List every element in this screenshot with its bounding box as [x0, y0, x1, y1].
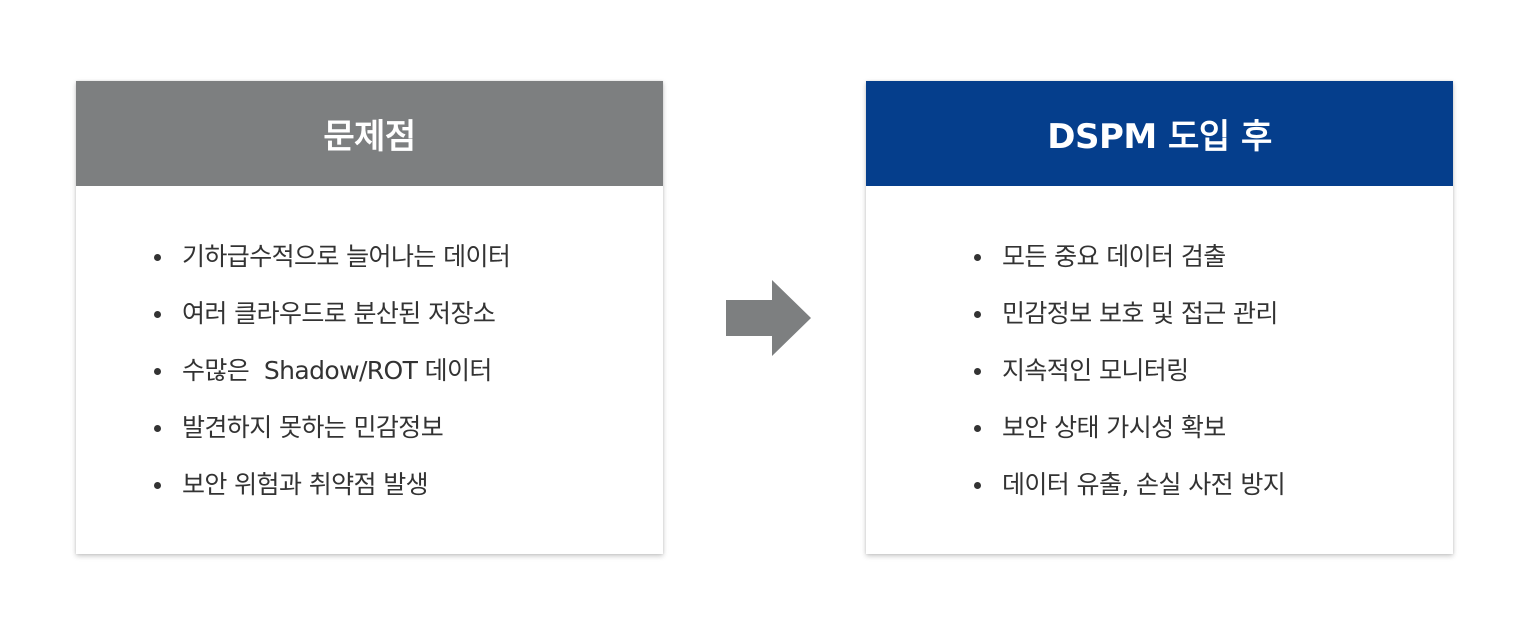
solution-list: 모든 중요 데이터 검출 민감정보 보호 및 접근 관리 지속적인 모니터링 보…	[974, 239, 1286, 524]
problem-title: 문제점	[76, 81, 663, 186]
solution-item: 보안 상태 가시성 확보	[974, 410, 1285, 467]
bullet-icon	[154, 425, 161, 432]
problem-card: 문제점 기하급수적으로 늘어나는 데이터 여러 클라우드로 분산된 저장소 수많…	[76, 81, 663, 554]
bullet-icon	[974, 482, 981, 489]
problem-item: 발견하지 못하는 민감정보	[154, 410, 510, 467]
bullet-icon	[974, 311, 981, 318]
problem-item: 수많은 Shadow/ROT 데이터	[154, 353, 510, 410]
solution-item-text: 민감정보 보호 및 접근 관리	[1002, 299, 1278, 328]
bullet-icon	[974, 254, 981, 261]
solution-title: DSPM 도입 후	[866, 81, 1453, 186]
problem-item-text: 기하급수적으로 늘어나는 데이터	[182, 242, 511, 271]
bullet-icon	[154, 482, 161, 489]
problem-item-text: 발견하지 못하는 민감정보	[182, 413, 444, 442]
solution-item: 모든 중요 데이터 검출	[974, 239, 1285, 296]
problem-item-text: 보안 위험과 취약점 발생	[182, 470, 429, 499]
solution-item: 민감정보 보호 및 접근 관리	[974, 296, 1285, 353]
problem-item-text: 여러 클라우드로 분산된 저장소	[182, 299, 496, 328]
solution-item: 데이터 유출, 손실 사전 방지	[974, 467, 1286, 524]
bullet-icon	[974, 425, 981, 432]
problem-list: 기하급수적으로 늘어나는 데이터 여러 클라우드로 분산된 저장소 수많은 Sh…	[154, 239, 511, 524]
solution-item-text: 보안 상태 가시성 확보	[1002, 413, 1226, 442]
solution-item-text: 모든 중요 데이터 검출	[1002, 242, 1226, 271]
solution-card: DSPM 도입 후 모든 중요 데이터 검출 민감정보 보호 및 접근 관리 지…	[866, 81, 1453, 554]
bullet-icon	[154, 254, 161, 261]
solution-item-text: 데이터 유출, 손실 사전 방지	[1002, 470, 1286, 499]
bullet-icon	[154, 368, 161, 375]
solution-item: 지속적인 모니터링	[974, 353, 1285, 410]
bullet-icon	[974, 368, 981, 375]
problem-item: 보안 위험과 취약점 발생	[154, 467, 510, 524]
bullet-icon	[154, 311, 161, 318]
solution-item-text: 지속적인 모니터링	[1002, 356, 1189, 385]
problem-item: 여러 클라우드로 분산된 저장소	[154, 296, 510, 353]
problem-item: 기하급수적으로 늘어나는 데이터	[154, 239, 511, 296]
right-arrow-icon	[726, 280, 811, 356]
problem-item-text: 수많은 Shadow/ROT 데이터	[182, 356, 492, 385]
